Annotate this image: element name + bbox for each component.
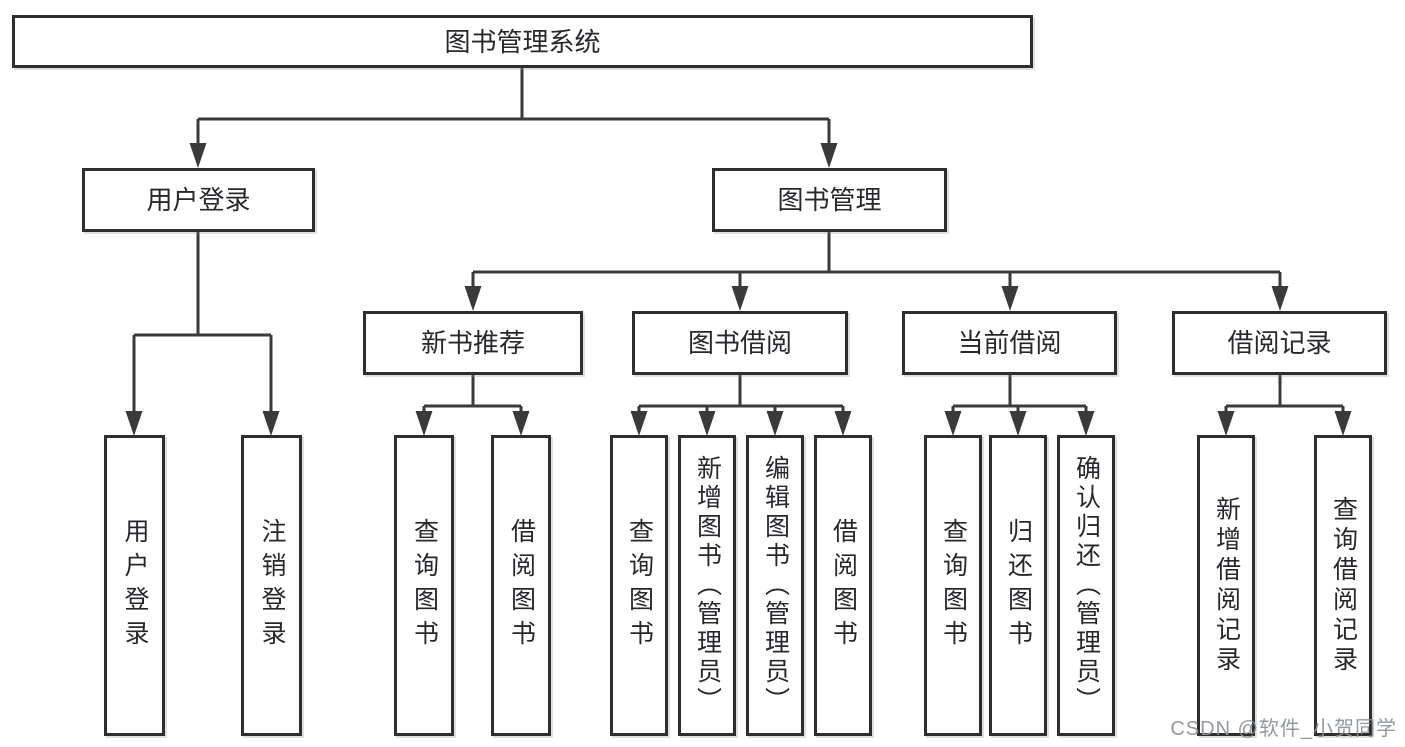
node-user-login-group: 用户登录 [82,168,315,232]
node-nbr-borrow-books: 借阅图书 [491,435,551,736]
node-cb-return-books: 归还图书 [989,435,1047,736]
node-user-login: 用户登录 [104,435,165,736]
node-cb-confirm-return-admin: 确认归还（管理员） [1057,435,1115,736]
node-current-borrow: 当前借阅 [902,311,1117,375]
node-logout-login: 注销登录 [241,435,302,736]
node-bb-add-books-admin: 新增图书（管理员） [678,435,736,736]
csdn-watermark: CSDN @软件_小贺同学 [1170,718,1397,740]
arrowheads [125,143,1352,436]
node-nbr-query-books: 查询图书 [394,435,454,736]
node-bb-borrow-books: 借阅图书 [814,435,872,736]
node-br-add-record: 新增借阅记录 [1197,435,1255,736]
node-cb-query-books: 查询图书 [924,435,982,736]
node-bb-edit-books-admin: 编辑图书（管理员） [746,435,804,736]
node-new-book-recommend: 新书推荐 [363,311,583,375]
node-borrow-records: 借阅记录 [1172,311,1387,375]
node-root: 图书管理系统 [12,15,1033,68]
node-book-management: 图书管理 [712,168,947,232]
node-br-query-record: 查询借阅记录 [1314,435,1372,736]
node-bb-query-books: 查询图书 [610,435,668,736]
node-book-borrow: 图书借阅 [632,311,848,375]
